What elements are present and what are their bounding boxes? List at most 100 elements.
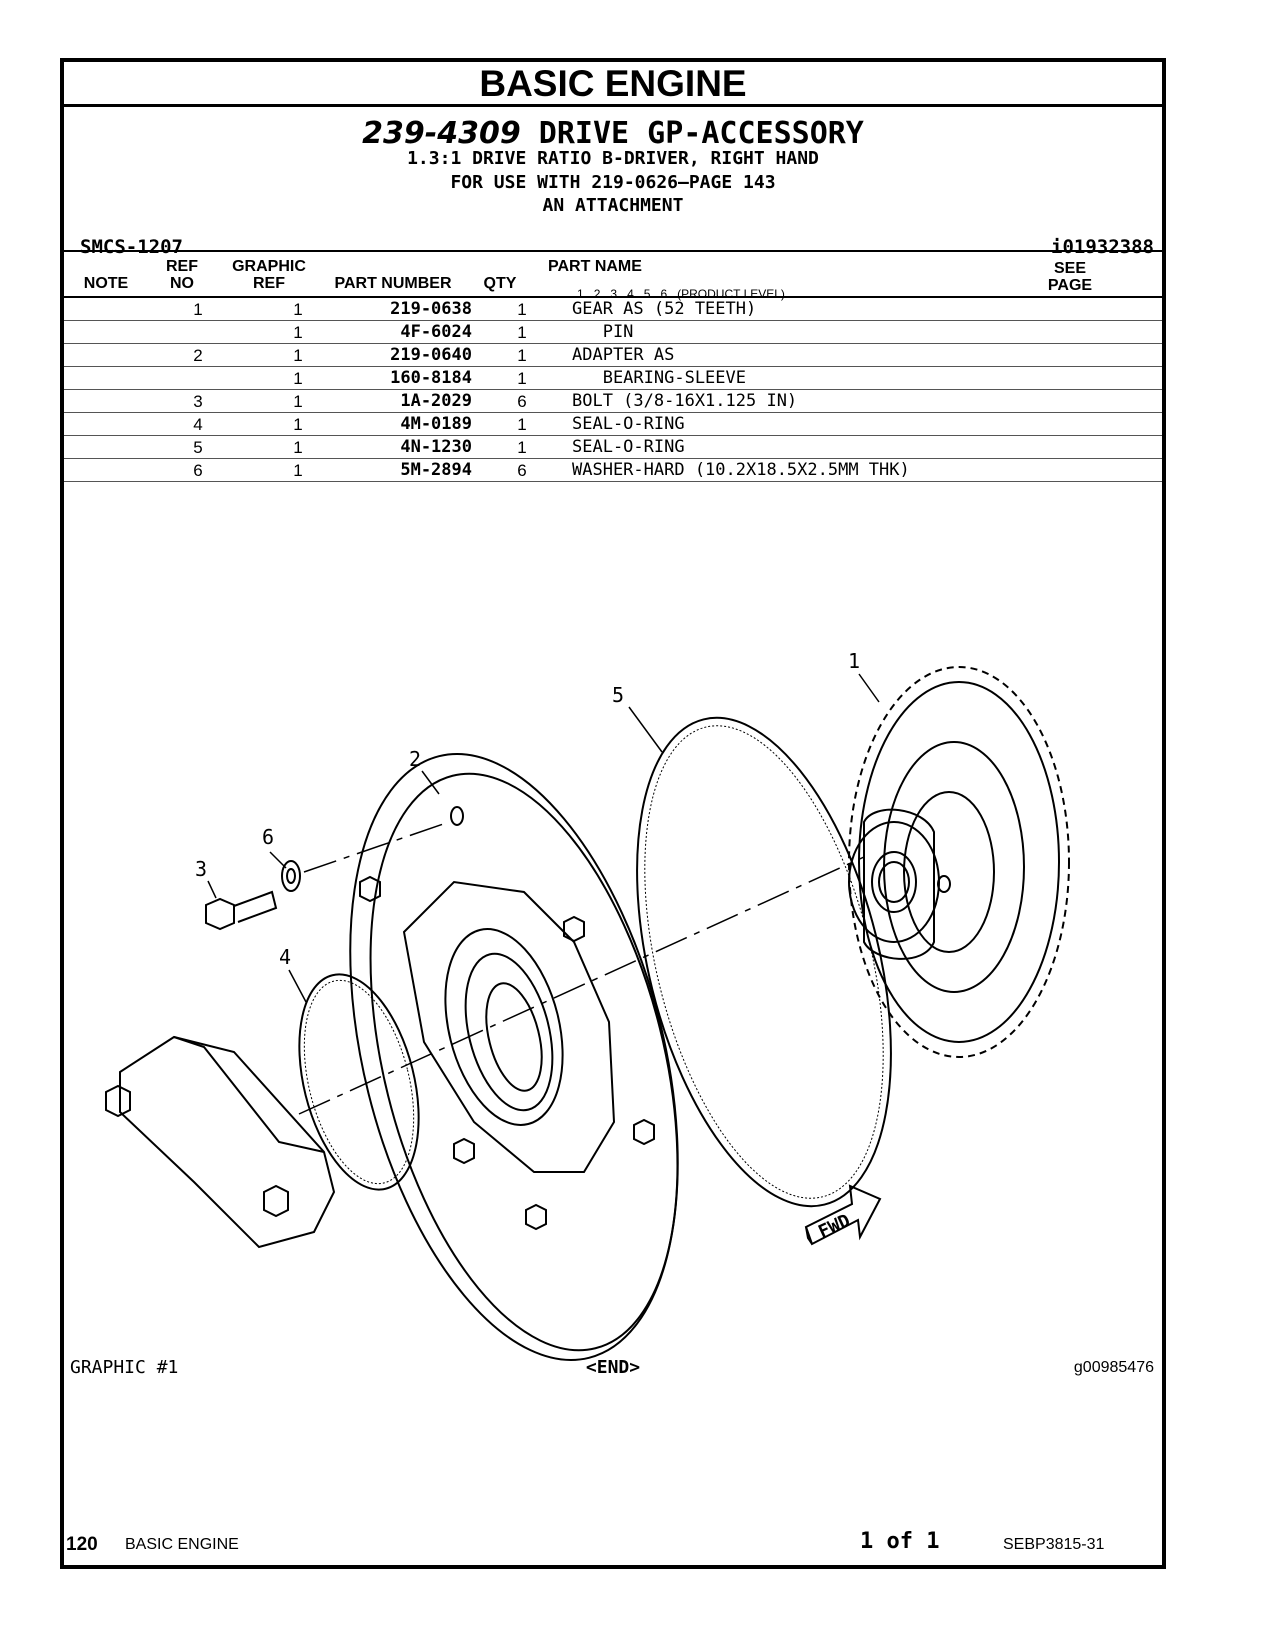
cell-note: [64, 343, 164, 367]
exploded-view-drawing: 1 5 2 6 3 4 FWD: [105, 649, 1070, 1361]
cell-ref-no: 2: [164, 343, 232, 367]
callout-4: 4: [279, 945, 291, 969]
cell-part-number: 219-0640: [364, 343, 472, 367]
level-3: 3: [610, 287, 618, 301]
cell-ref-no: 6: [164, 458, 232, 482]
graphic-number: g00985476: [1073, 1359, 1154, 1376]
cell-note: [64, 389, 164, 413]
end-marker: <END>: [585, 1357, 641, 1378]
cell-see-page: [1102, 412, 1162, 436]
level-4: 4: [627, 287, 634, 301]
cell-qty: 1: [472, 366, 572, 390]
cell-part-number: 219-0638: [364, 298, 472, 321]
cell-note: [64, 412, 164, 436]
level-6: 6: [660, 287, 668, 301]
cell-ref-no: 4: [164, 412, 232, 436]
col-ref-line2: NO: [170, 275, 194, 292]
fwd-label: FWD: [815, 1210, 853, 1243]
cell-graphic-ref: 1: [232, 366, 364, 390]
page-title: 239-4309 DRIVE GP-ACCESSORY: [64, 116, 1162, 151]
forward-arrow-icon: [804, 1184, 882, 1246]
footer-document-number: SEBP3815-31: [1003, 1536, 1105, 1553]
cell-part-name: BOLT (3/8-16X1.125 IN): [572, 389, 1102, 413]
cell-qty: 1: [472, 298, 572, 321]
assembly-axis-lines: [298, 821, 865, 1115]
col-see-page: SEE PAGE: [1040, 260, 1100, 294]
col-qty: QTY: [483, 275, 517, 292]
footer-page-number: 120: [66, 1534, 98, 1555]
cell-graphic-ref: 1: [232, 435, 364, 459]
cell-qty: 1: [472, 435, 572, 459]
col-see-line2: PAGE: [1047, 277, 1093, 294]
cell-note: [64, 366, 164, 390]
group-part-title: DRIVE GP-ACCESSORY: [538, 116, 864, 151]
cell-graphic-ref: 1: [232, 320, 364, 344]
col-see-line1: SEE: [1053, 260, 1086, 277]
cell-see-page: [1102, 343, 1162, 367]
level-1: 1: [577, 287, 584, 301]
col-ref: REF NO: [156, 258, 208, 292]
footer-section: BASIC ENGINE: [125, 1536, 239, 1553]
cell-part-name: PIN: [572, 320, 1102, 344]
cell-note: [64, 458, 164, 482]
cell-qty: 1: [472, 320, 572, 344]
col-part-name: PART NAME: [548, 258, 642, 275]
cell-qty: 6: [472, 458, 572, 482]
cell-qty: 6: [472, 389, 572, 413]
cell-see-page: [1102, 320, 1162, 344]
cell-graphic-ref: 1: [232, 458, 364, 482]
col-part-number: PART NUMBER: [334, 275, 452, 292]
cell-part-name: SEAL-O-RING: [572, 412, 1102, 436]
cell-part-number: 4F-6024: [364, 320, 472, 344]
document-id: i01932388: [1051, 236, 1154, 258]
callout-5: 5: [612, 683, 624, 707]
cell-part-number: 4N-1230: [364, 435, 472, 459]
cell-qty: 1: [472, 343, 572, 367]
cell-qty: 1: [472, 412, 572, 436]
cell-part-number: 4M-0189: [364, 412, 472, 436]
cell-note: [64, 320, 164, 344]
cell-note: [64, 298, 164, 321]
gear-assembly: [848, 666, 1070, 1058]
cell-part-name: SEAL-O-RING: [572, 435, 1102, 459]
col-ref-line1: REF: [166, 258, 198, 275]
bolt-and-washer: [205, 860, 301, 931]
cell-part-name: WASHER-HARD (10.2X18.5X2.5MM THK): [572, 458, 1102, 482]
col-graphic-ref: GRAPHIC REF: [224, 258, 314, 292]
cell-see-page: [1102, 298, 1162, 321]
cell-see-page: [1102, 435, 1162, 459]
cell-part-number: 5M-2894: [364, 458, 472, 482]
callout-2: 2: [409, 747, 421, 771]
subtitle-use-with: FOR USE WITH 219-0626—PAGE 143: [450, 172, 776, 193]
cell-part-name: ADAPTER AS: [572, 343, 1102, 367]
callout-leaders: [207, 673, 880, 1003]
col-note: NOTE: [83, 275, 129, 292]
cell-part-name: GEAR AS (52 TEETH): [572, 298, 1102, 321]
cell-part-number: 160-8184: [364, 366, 472, 390]
cell-ref-no: 5: [164, 435, 232, 459]
cell-note: [64, 435, 164, 459]
header-rule: [64, 250, 1162, 252]
level-5: 5: [643, 287, 651, 301]
cell-part-number: 1A-2029: [364, 389, 472, 413]
adapter-assembly: [349, 753, 679, 1361]
level-2: 2: [593, 287, 601, 301]
footer-page-of: 1 of 1: [860, 1529, 940, 1554]
subtitle-attachment: AN ATTACHMENT: [542, 195, 684, 216]
cell-ref-no: [164, 366, 232, 390]
cell-ref-no: [164, 320, 232, 344]
small-o-ring: [298, 973, 420, 1191]
col-graphic-line2: REF: [253, 275, 285, 292]
cell-part-name: BEARING-SLEEVE: [572, 366, 1102, 390]
column-header-rule: [64, 296, 1162, 298]
cell-graphic-ref: 1: [232, 298, 364, 321]
callout-1: 1: [848, 649, 860, 673]
cell-ref-no: 3: [164, 389, 232, 413]
callout-6: 6: [262, 825, 274, 849]
cell-graphic-ref: 1: [232, 412, 364, 436]
